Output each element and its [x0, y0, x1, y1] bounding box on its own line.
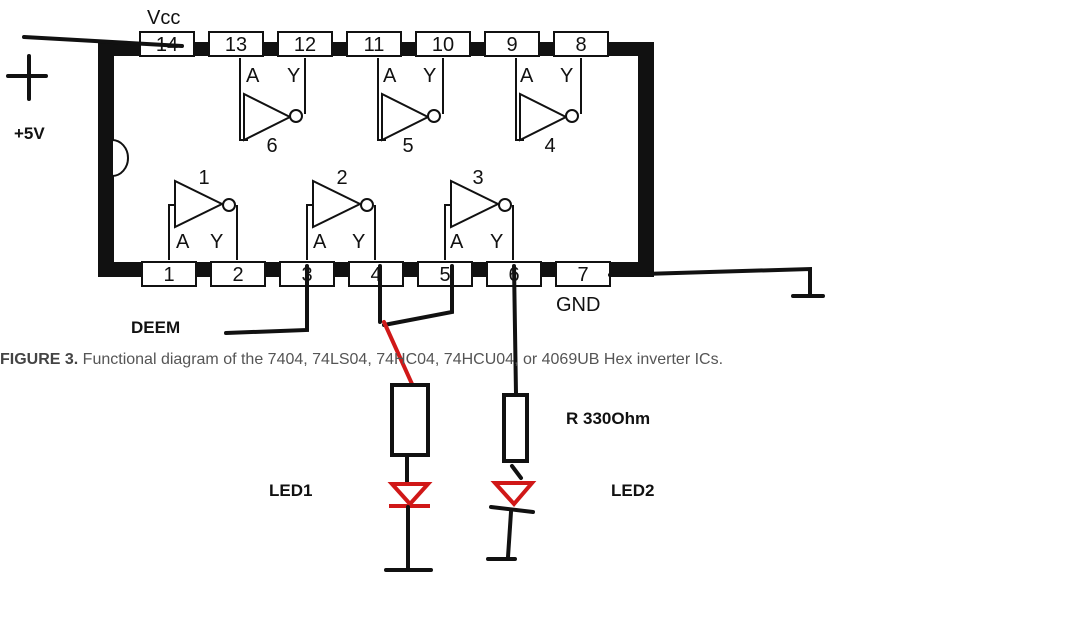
inverter-triangle: [519, 92, 569, 142]
pin-box-8: [553, 31, 609, 57]
pin-box-4: [348, 261, 404, 287]
pin-label-1: 1: [163, 264, 174, 286]
led1-diode-icon: [387, 482, 433, 507]
pin-label-9: 9: [506, 34, 517, 56]
supply-label: +5V: [14, 124, 45, 143]
gate-input-label: A: [176, 231, 190, 253]
gate-output-label: Y: [287, 65, 300, 87]
deem-label: DEEM: [131, 318, 180, 337]
pin-label-5: 5: [439, 264, 450, 286]
gate-output-label: Y: [352, 231, 365, 253]
gate-4: A Y 4: [515, 58, 582, 157]
gate-5: A Y 5: [377, 58, 444, 157]
pin-label-4: 4: [370, 264, 381, 286]
pin-box-10: [415, 31, 471, 57]
inverter-bubble: [289, 109, 303, 123]
pin-box-5: [417, 261, 473, 287]
pin-label-11: 11: [364, 34, 385, 56]
supply-annotation: +5V: [6, 35, 184, 143]
gate-output-label: Y: [210, 231, 223, 253]
gate-number: 2: [336, 167, 347, 189]
gate-number: 5: [402, 135, 413, 157]
gate-2: 2 A Y: [306, 167, 376, 260]
led2-label: LED2: [611, 481, 654, 500]
caption-text: Functional diagram of the 7404, 74LS04, …: [78, 351, 723, 368]
gate-input-label: A: [450, 231, 464, 253]
pin-label-12: 12: [294, 34, 316, 56]
gate-number: 6: [266, 135, 277, 157]
gate-number: 3: [472, 167, 483, 189]
deem-wire: [224, 264, 309, 335]
pin-label-2: 2: [232, 264, 243, 286]
gate-number: 1: [198, 167, 209, 189]
resistor-1: [390, 383, 430, 457]
inverter-triangle: [312, 179, 363, 229]
top-pin-row: 14 13 12 11 10 9 8: [139, 31, 609, 57]
plus-sign-icon: [6, 54, 48, 101]
inverter-bubble: [498, 198, 512, 212]
pin-label-13: 13: [225, 34, 247, 56]
gate-6: A Y 6: [239, 58, 306, 157]
inverter-triangle: [450, 179, 501, 229]
inverter-bubble: [565, 109, 579, 123]
deem-annotation: DEEM: [131, 264, 309, 337]
inverter-bubble: [427, 109, 441, 123]
resistor-2: [502, 393, 529, 463]
led1-feed-wire: [382, 320, 414, 386]
gate-input-label: A: [520, 65, 534, 87]
resistor-label: R 330Ohm: [566, 409, 650, 428]
vcc-wire: [22, 35, 184, 48]
led2-branch: R 330Ohm LED2: [486, 264, 654, 561]
gnd-label: GND: [556, 294, 600, 316]
gnd-wire: [608, 266, 812, 298]
gate-input-label: A: [383, 65, 397, 87]
led2-ground-wire: [506, 510, 513, 559]
inverter-triangle: [174, 179, 225, 229]
gate-output-label: Y: [423, 65, 436, 87]
pin-box-2: [210, 261, 266, 287]
vcc-label: Vcc: [147, 7, 180, 29]
caption-prefix: FIGURE 3.: [0, 351, 78, 368]
pin-box-1: [141, 261, 197, 287]
inverter-triangle: [381, 92, 431, 142]
led2-diode-icon: [490, 481, 537, 508]
ground-annotation: [608, 266, 825, 298]
figure-caption: FIGURE 3. Functional diagram of the 7404…: [0, 351, 723, 368]
gate-1: 1 A Y: [168, 167, 238, 260]
gate-output-label: Y: [560, 65, 573, 87]
gate-number: 4: [544, 135, 555, 157]
gate-3: 3 A Y: [444, 167, 514, 260]
pin-box-9: [484, 31, 540, 57]
pin-box-12: [277, 31, 333, 57]
gate-input-label: A: [246, 65, 260, 87]
inverter-bubble: [222, 198, 236, 212]
bottom-pin-row: 1 2 3 4 5 6 7: [141, 261, 611, 287]
led2-wire: [510, 464, 523, 480]
pin6-wire: [512, 264, 518, 396]
gate-output-label: Y: [490, 231, 503, 253]
inverter-bubble: [360, 198, 374, 212]
gate-input-label: A: [313, 231, 327, 253]
pin-label-7: 7: [577, 264, 588, 286]
ic-package: [98, 42, 654, 277]
pin-label-8: 8: [575, 34, 586, 56]
pin-box-11: [346, 31, 402, 57]
led1-label: LED1: [269, 481, 312, 500]
inverter-triangle: [243, 92, 293, 142]
pin-box-13: [208, 31, 264, 57]
ic-notch: [111, 138, 129, 178]
pin5-wire: [382, 264, 454, 327]
pin-label-10: 10: [432, 34, 454, 56]
led1-branch: LED1: [269, 264, 454, 572]
led2-bar: [489, 505, 535, 514]
